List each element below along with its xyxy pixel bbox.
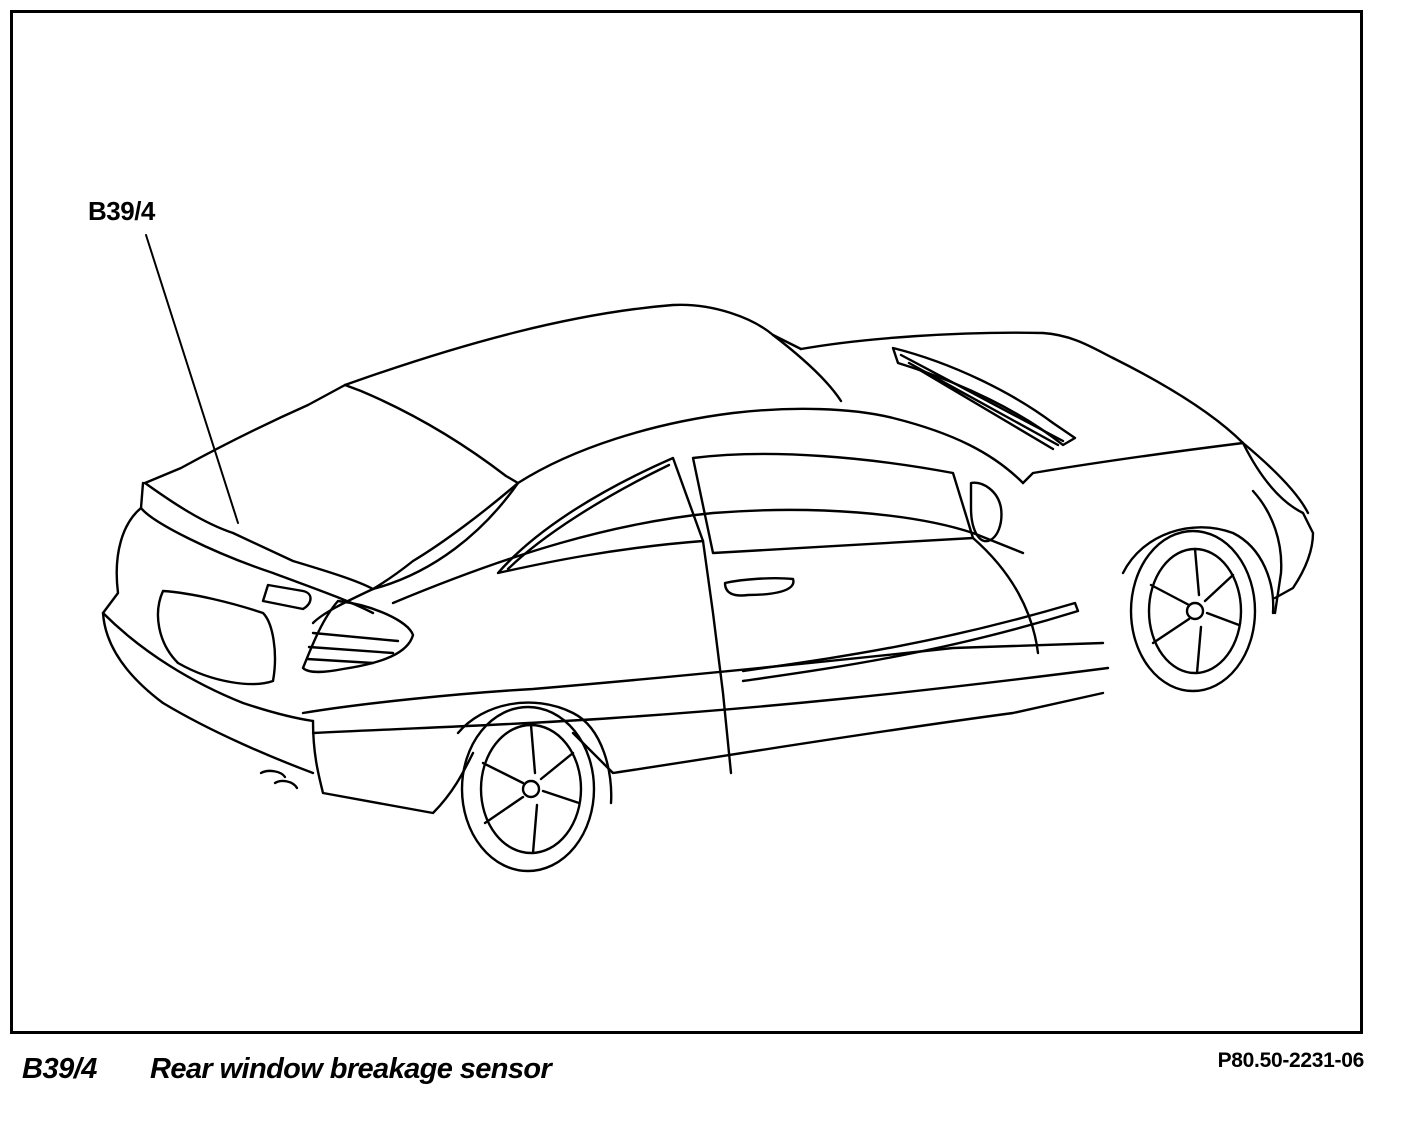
body-side [301, 407, 1110, 775]
hood [799, 331, 1315, 615]
side-windows [496, 452, 975, 575]
caption-text: Rear window breakage sensor [150, 1053, 552, 1085]
rear-window [143, 481, 520, 591]
callout-leader-line [145, 234, 239, 524]
roof-outline [143, 303, 843, 485]
side-mirror [969, 481, 1003, 543]
rear-end [101, 481, 475, 815]
front-wheel [1121, 526, 1275, 693]
caption-code: B39/4 [22, 1053, 97, 1085]
door [701, 536, 1080, 775]
car-illustration [101, 234, 1315, 873]
rear-wheel [456, 701, 613, 873]
callout-label: B39/4 [88, 196, 155, 226]
illustration-frame [10, 10, 1363, 1034]
figure-id: P80.50-2231-06 [1217, 1049, 1365, 1072]
